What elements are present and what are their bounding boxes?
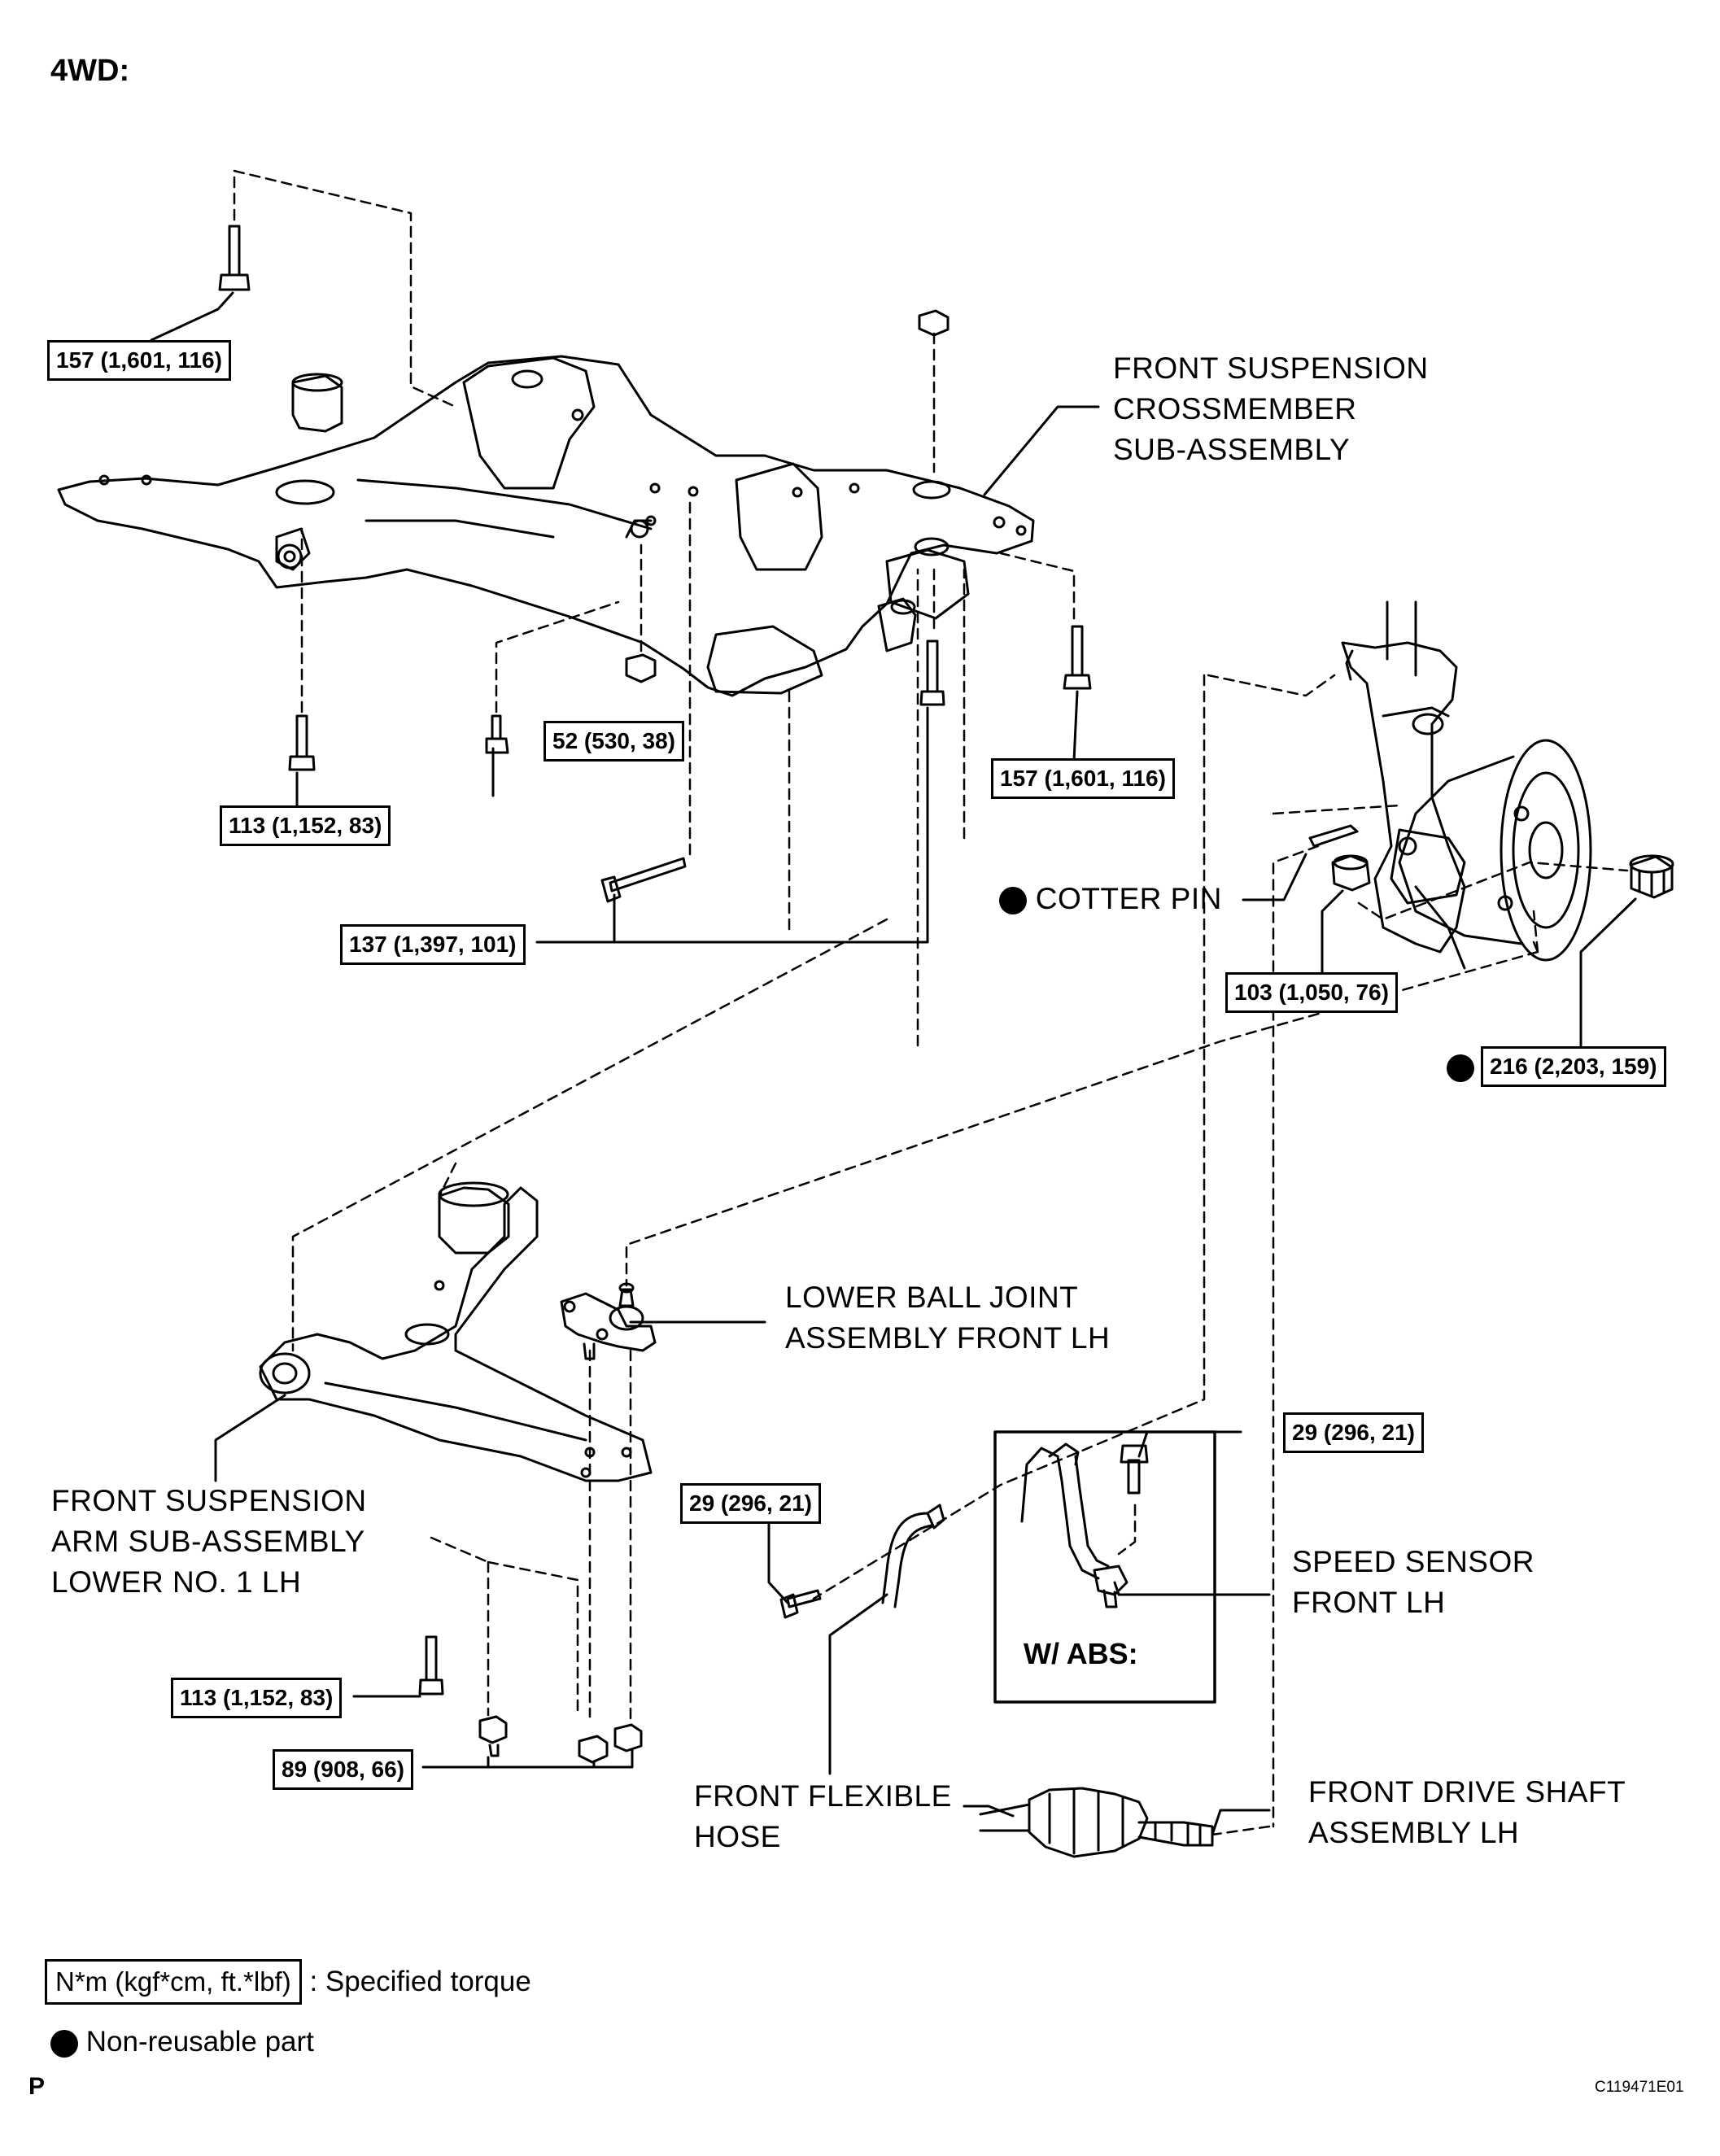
- drive-shaft-part: [979, 1787, 1214, 1858]
- non-reusable-dot-icon: [999, 887, 1027, 915]
- lower-arm-label: FRONT SUSPENSION ARM SUB-ASSEMBLY LOWER …: [51, 1484, 367, 1599]
- abs-inset-box: [993, 1430, 1216, 1704]
- flexible-hose-label: FRONT FLEXIBLE HOSE: [694, 1779, 952, 1853]
- legend-torque-desc: : Specified torque: [309, 1966, 531, 1997]
- crossmember-part: [57, 355, 1035, 697]
- fasteners: [218, 225, 1149, 1764]
- abs-label: W/ ABS:: [1024, 1637, 1138, 1670]
- torque-157-right: 157 (1,601, 116): [991, 758, 1175, 799]
- torque-103: 103 (1,050, 76): [1225, 972, 1398, 1013]
- torque-113-top: 113 (1,152, 83): [220, 805, 391, 846]
- legend-nonreusable-text: Non-reusable part: [85, 2026, 314, 2058]
- torque-89: 89 (908, 66): [273, 1749, 413, 1790]
- speed-sensor-part: [1020, 1442, 1128, 1608]
- non-reusable-dot-icon: [50, 2029, 78, 2058]
- torque-157-top: 157 (1,601, 116): [47, 340, 231, 381]
- figure-code: C119471E01: [1595, 2079, 1684, 2096]
- castle-nut-part: [1331, 854, 1371, 892]
- page-mark: P: [28, 2073, 46, 2100]
- drive-shaft-label: FRONT DRIVE SHAFT ASSEMBLY LH: [1308, 1775, 1626, 1849]
- torque-29-hose: 29 (296, 21): [680, 1483, 821, 1524]
- legend-nonreusable: Non-reusable part: [50, 2026, 314, 2058]
- lower-arm-part: [259, 1181, 653, 1482]
- torque-52: 52 (530, 38): [544, 721, 684, 762]
- non-reusable-dot-icon: [1447, 1054, 1474, 1082]
- torque-113-bottom: 113 (1,152, 83): [171, 1678, 343, 1718]
- flexible-hose-part: [881, 1504, 945, 1608]
- cotter-pin-text: COTTER PIN: [1035, 882, 1222, 915]
- torque-137: 137 (1,397, 101): [340, 924, 526, 965]
- lower-ball-joint-label: LOWER BALL JOINT ASSEMBLY FRONT LH: [785, 1281, 1111, 1355]
- cotter-pin-part: [1308, 824, 1359, 848]
- speed-sensor-label: SPEED SENSOR FRONT LH: [1292, 1545, 1534, 1619]
- legend-torque-unit: N*m (kgf*cm, ft.*lbf): [45, 1959, 302, 2005]
- legend-torque: N*m (kgf*cm, ft.*lbf) : Specified torque: [45, 1959, 531, 2005]
- page-title: 4WD:: [50, 54, 130, 88]
- knuckle-hub-part: [1341, 600, 1592, 970]
- torque-29-abs: 29 (296, 21): [1283, 1412, 1424, 1453]
- dashed-guide-lines: [233, 169, 1629, 1836]
- cotter-pin-label: COTTER PIN: [999, 879, 1222, 919]
- hub-nut-part: [1629, 854, 1674, 899]
- crossmember-label: FRONT SUSPENSION CROSSMEMBER SUB-ASSEMBL…: [1113, 351, 1429, 466]
- torque-216: 216 (2,203, 159): [1481, 1046, 1666, 1087]
